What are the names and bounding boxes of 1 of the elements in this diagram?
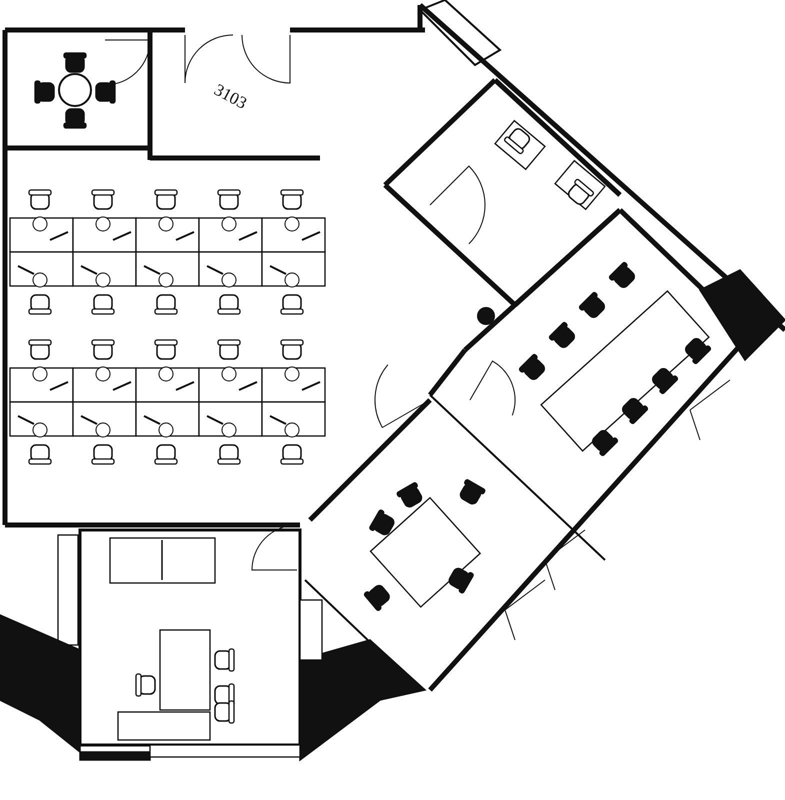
- room-number: 3103: [210, 80, 250, 114]
